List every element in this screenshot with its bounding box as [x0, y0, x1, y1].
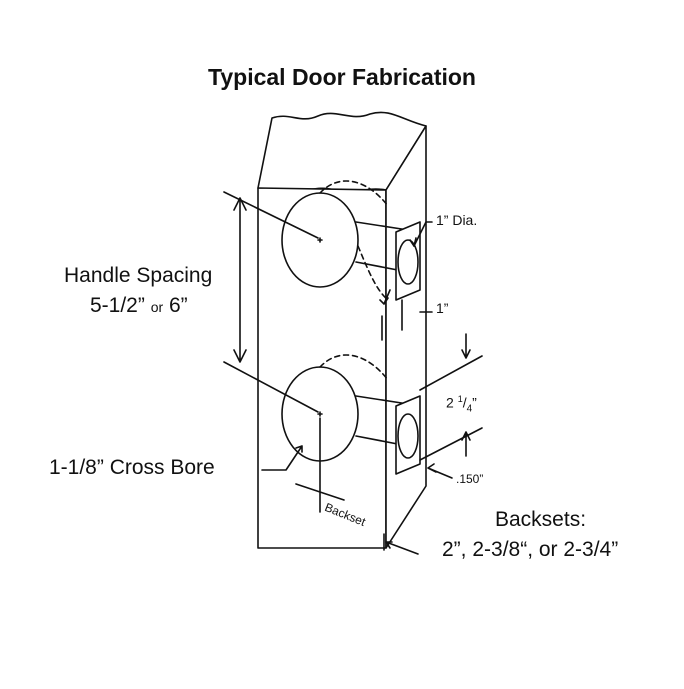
backsets-heading: Backsets: [495, 508, 587, 531]
backset-line [295, 417, 419, 555]
two-quarter-den: 4 [466, 403, 473, 415]
handle-spacing-leader-bottom [223, 361, 319, 413]
upper-latch-hole [397, 239, 419, 285]
handle-spacing-primary: 5-1/2” [90, 294, 145, 317]
two-quarter-num: 1 [457, 394, 463, 404]
lower-bore-hidden [319, 354, 389, 381]
cross-bore-leader [261, 445, 303, 471]
one-inch-ext [381, 299, 403, 341]
two-quarter-arrow-top [461, 333, 471, 359]
handle-spacing-or: or [150, 299, 164, 315]
two-quarter-label: 2 1/4” [446, 394, 477, 415]
two-quarter-ext-bottom [419, 427, 483, 461]
lower-latch-hole [397, 413, 419, 459]
handle-spacing-arrow [233, 197, 247, 363]
clearance-label: .150” [456, 472, 484, 486]
handle-spacing-alt: 6” [169, 294, 188, 317]
two-quarter-ext-top [419, 355, 483, 391]
cross-bore-label: 1-1/8” Cross Bore [49, 456, 215, 479]
upper-bore-hidden [319, 180, 389, 301]
two-quarter-mark: ” [472, 394, 477, 411]
handle-spacing-label: Handle Spacing [64, 264, 213, 287]
handle-spacing-value: 5-1/2” or 6” [90, 294, 188, 318]
diagram-title: Typical Door Fabrication [208, 64, 476, 90]
dia-label: 1” Dia. [436, 212, 478, 228]
clearance-leader [427, 463, 453, 479]
backsets-values: 2”, 2-3/8“, or 2-3/4” [442, 538, 619, 561]
door-edge-face [385, 125, 427, 549]
one-inch-arrow [379, 289, 433, 313]
one-inch-label: 1” [436, 300, 449, 316]
two-quarter-whole: 2 [446, 394, 454, 411]
dia-leader [413, 221, 433, 247]
two-quarter-arrow-bottom [461, 431, 471, 457]
